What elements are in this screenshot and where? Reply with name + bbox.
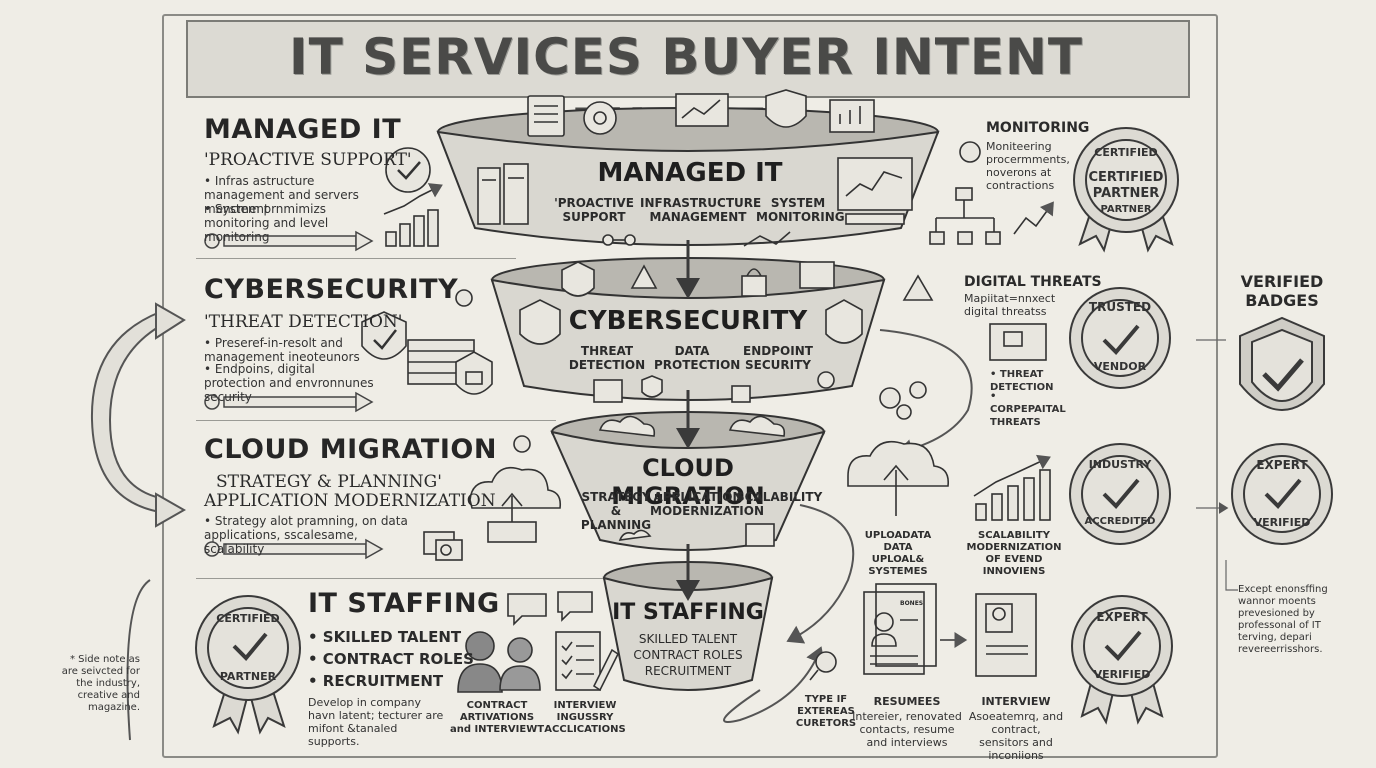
cloud-rim-icons (598, 415, 786, 547)
funnel-staffing-item-1: SKILLED TALENT (638, 632, 738, 646)
badge-trusted-line2: VENDOR (1093, 360, 1147, 373)
funnel-title-cyber: CYBERSECURITY (568, 306, 808, 336)
verified-badges-label: VERIFIED BADGES (1240, 272, 1324, 310)
resume-doc-label: BONES (900, 600, 924, 607)
monitoring-title: MONITORING (986, 120, 1090, 136)
monitoring-text: Moniteering procermments, noverons at co… (986, 140, 1070, 192)
resumes-title: RESUMEES (873, 695, 941, 708)
funnel-staffing-item-2: CONTRACT ROLES (633, 648, 743, 662)
right-icons (809, 141, 1054, 681)
badge-certified-top-line3: PARTNER (1092, 186, 1160, 201)
section-divider (196, 420, 556, 421)
threats-text: Mapiitat=nnxect digital threatss (964, 292, 1056, 318)
section-subtitle-cloud-1: STRATEGY & PLANNING' (216, 472, 442, 492)
managed-bullet-1: • Infras astructure management and serve… (204, 174, 359, 216)
badge-expert2-line1: EXPERT (1096, 610, 1148, 624)
badge-expert2-line2: VERIFIED (1093, 668, 1151, 681)
badges (195, 127, 1333, 735)
funnel-title-cloud: CLOUD MIGRATION (611, 454, 765, 510)
left-icons (361, 147, 562, 561)
funnel-managed-item-3: SYSTEM MONITORING (756, 196, 845, 224)
type-caption: TYPE IF EXTEREAS CURETORS (795, 694, 857, 729)
badge-certified-left-line1: CERTIFIED (216, 612, 280, 625)
section-subtitle-cyber: 'THREAT DETECTION' (204, 312, 403, 332)
badge-expert1-line1: EXPERT (1256, 458, 1308, 472)
badge-certified-top-line2: CERTIFIED (1088, 170, 1164, 185)
interview-text: Asoeatemrq, and contract, sensitors and … (968, 710, 1064, 762)
badge-industry-line1: INDUSTRY (1088, 458, 1152, 471)
staffing-caption-interview: INTERVIEW INGUSSRY ACCLICATIONS (544, 700, 626, 735)
badge-expert1-line2: VERIFIED (1253, 516, 1311, 529)
section-heading-cloud: CLOUD MIGRATION (204, 434, 497, 465)
funnel-title-managed: MANAGED IT (597, 158, 783, 188)
section-heading-staffing: IT STAFFING (308, 588, 500, 619)
managed-bullet-2: • System prnmimizs monitoring and level … (204, 202, 329, 244)
funnel-staffing-item-3: RECRUITMENT (644, 664, 732, 678)
staffing-list: • SKILLED TALENT • CONTRACT ROLES • RECR… (308, 626, 474, 692)
section-heading-cyber: CYBERSECURITY (204, 274, 459, 305)
section-divider (196, 578, 616, 579)
staffing-item-3: • RECRUITMENT (308, 672, 444, 690)
section-heading-managed: MANAGED IT (204, 114, 402, 145)
funnel-cyber-item-1: THREAT DETECTION (568, 344, 646, 372)
cyber-bullet-1: • Preseref-in-resolt and management ineo… (204, 336, 360, 364)
cloud-bullet-1: • Strategy alot pramning, on data applic… (204, 514, 408, 556)
threats-bullet-1: • THREAT DETECTION (990, 369, 1054, 393)
section-divider (196, 258, 516, 259)
funnel-cloud-item-1: STRATEGY & PLANNING (580, 490, 652, 532)
section-subtitle-managed: 'PROACTIVE SUPPORT' (204, 150, 412, 170)
staffing-item-2: • CONTRACT ROLES (308, 650, 474, 668)
resumes-text: Intereier, renovated contacts, resume an… (852, 710, 962, 749)
threats-title: DIGITAL THREATS (964, 274, 1102, 290)
right-side-note: Except enonsffing wannor moents prevesio… (1238, 584, 1328, 655)
poster-frame (162, 14, 1218, 758)
funnel-managed-item-1: 'PROACTIVE SUPPORT (554, 196, 634, 224)
upload-caption: UPLOADATA DATA UPLOAL& SYSTEMES (864, 530, 932, 577)
funnel-title-staffing: IT STAFFING (612, 600, 764, 625)
threats-bullet-2: • CORPEPAITAL THREATS (990, 391, 1066, 428)
section-subtitle-cloud-2: APPLICATION MODERNIZATION (204, 491, 496, 511)
badge-trusted-line1: TRUSTED (1088, 300, 1152, 314)
funnel-cloud-item-2: APPLICATION MODERNIZATION (650, 490, 764, 518)
funnel-cyber-item-3: ENDPOINT SECURITY (743, 344, 813, 372)
staffing-icons (457, 591, 620, 693)
badge-certified-left-line2: PARTNER (219, 670, 277, 683)
scalability-caption: SCALABILITY MODERNIZATION OF EVEND INNOV… (966, 530, 1062, 577)
badge-industry-line2: ACCREDITED (1084, 516, 1156, 527)
staffing-item-1: • SKILLED TALENT (308, 628, 462, 646)
cyber-rim-icons (519, 261, 863, 403)
badge-certified-top-line1: CERTIFIED (1094, 146, 1158, 159)
funnel-cloud-item-3: SCALABILITY (736, 490, 823, 504)
cyber-bullet-2: • Endpoins, digital protection and envro… (204, 362, 374, 404)
funnel-managed-item-2: INFRASTRUCTURE MANAGEMENT (640, 196, 762, 224)
staffing-caption-contract: CONTRACT ARTIVATIONS and INTERVIEWT (449, 700, 545, 735)
funnel-cyber-item-2: DATA PROTECTION (654, 344, 741, 372)
left-side-note: * Side note as are seivcted for the indu… (61, 654, 140, 713)
staffing-note: Develop in company havn latent; tecturer… (308, 696, 444, 748)
badge-certified-top-line4: PARTNER (1100, 204, 1152, 215)
managed-rim-icons (477, 89, 913, 247)
interview-title: INTERVIEW (981, 695, 1051, 708)
